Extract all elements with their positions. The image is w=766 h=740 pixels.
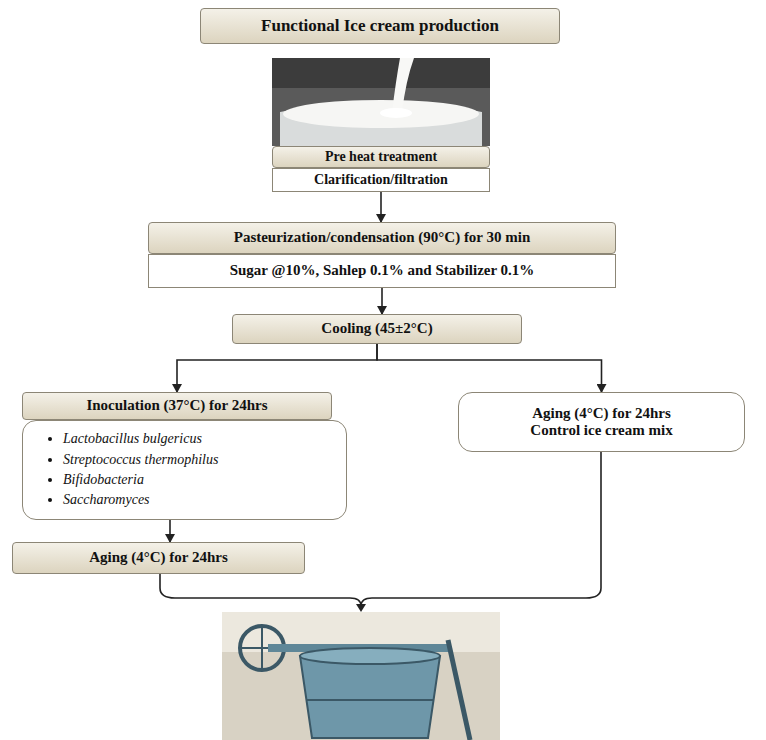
box-label: Aging (4°C) for 24hrs: [465, 405, 738, 422]
machine-bucket: [300, 656, 440, 738]
ice-cream-machine-photo: [222, 612, 500, 740]
process-box: Inoculation (37°C) for 24hrs: [22, 392, 332, 420]
flow-arrow: [177, 344, 377, 392]
box-label: Pre heat treatment: [279, 149, 483, 165]
culture-name: Saccharomyces: [63, 490, 340, 510]
milk-splash: [380, 108, 412, 118]
flow-arrow: [377, 344, 602, 392]
box-label: Sugar @10%, Sahlep 0.1% and Stabilizer 0…: [155, 262, 609, 279]
process-box: Pre heat treatment: [272, 146, 490, 168]
box-label: Aging (4°C) for 24hrs: [19, 549, 298, 566]
bucket-rim: [300, 648, 440, 664]
culture-name: Streptococcus thermophilus: [63, 450, 340, 470]
merge-line: [361, 452, 601, 606]
process-box: Cooling (45±2°C): [232, 314, 522, 344]
milk-surface: [283, 100, 479, 128]
culture-list: Lactobacillus bulgericusStreptococcus th…: [29, 425, 340, 514]
milk-photo: [272, 58, 490, 146]
flow-arrow: [380, 192, 382, 222]
culture-name: Bifidobacteria: [63, 470, 340, 490]
culture-name: Lactobacillus bulgericus: [63, 429, 340, 449]
bucket-band: [306, 699, 434, 701]
machine-leg: [448, 640, 470, 740]
box-label: Functional Ice cream production: [207, 16, 553, 36]
flow-arrow: [381, 288, 383, 314]
process-box: Aging (4°C) for 24hrs: [12, 542, 305, 574]
process-box: Clarification/filtration: [272, 168, 490, 192]
box-label: Pasteurization/condensation (90°C) for 3…: [155, 229, 609, 246]
milk-stream: [392, 58, 414, 112]
box-label: Cooling (45±2°C): [239, 320, 515, 337]
merge-arrowhead: [356, 604, 366, 612]
title-box: Functional Ice cream production: [200, 8, 560, 44]
box-label: Inoculation (37°C) for 24hrs: [29, 397, 325, 414]
box-label: Control ice cream mix: [465, 422, 738, 439]
flow-arrow: [169, 520, 171, 542]
ingredient-box: Sugar @10%, Sahlep 0.1% and Stabilizer 0…: [148, 254, 616, 288]
photo-ground: [272, 58, 490, 146]
photo-ground: [222, 612, 500, 740]
control-box: Aging (4°C) for 24hrsControl ice cream m…: [458, 392, 745, 452]
photo-wall: [222, 612, 500, 652]
box-label: Clarification/filtration: [279, 172, 483, 188]
culture-list-box: Lactobacillus bulgericusStreptococcus th…: [22, 420, 347, 520]
merge-line: [160, 574, 361, 606]
photo-shade: [272, 58, 490, 88]
process-box: Pasteurization/condensation (90°C) for 3…: [148, 222, 616, 254]
